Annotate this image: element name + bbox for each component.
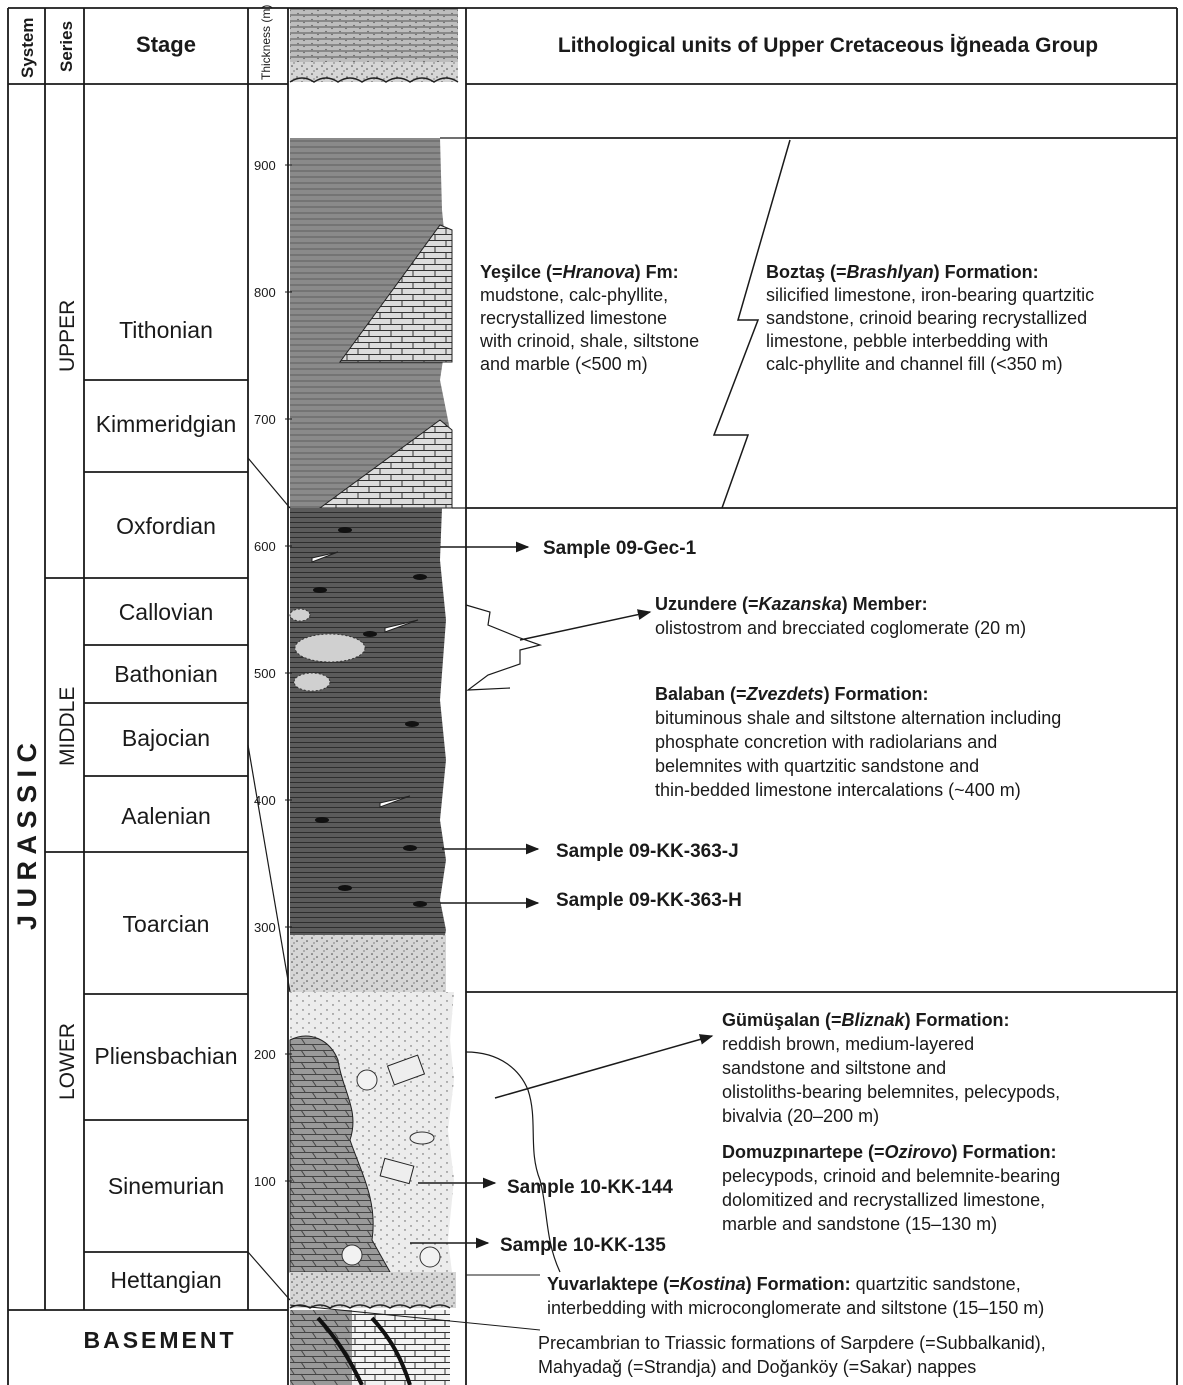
tick-900: 900 <box>254 158 276 173</box>
olistostrome-block-2 <box>293 672 331 692</box>
gumusalan-title: Gümüşalan (=Bliznak) Formation: <box>722 1010 1010 1030</box>
domuzpinartepe-limestone-body <box>289 1035 391 1273</box>
upper-cretaceous-conglomerate <box>290 62 458 82</box>
basement-desc: Precambrian to Triassic formations of Sa… <box>538 1333 1051 1377</box>
stage-pliensbachian: Pliensbachian <box>94 1043 237 1069</box>
tick-100: 100 <box>254 1174 276 1189</box>
stage-hettangian: Hettangian <box>110 1267 221 1293</box>
balaban-title: Balaban (=Zvezdets) Formation: <box>655 684 929 704</box>
basement-limestone-block <box>352 1310 450 1385</box>
table-header: System Series Stage Thickness (m) Lithol… <box>18 5 1098 80</box>
olistostrome-block-3 <box>289 608 311 622</box>
uzundere-desc: olistostrom and brecciated coglomerate (… <box>655 618 1026 638</box>
yuvarlaktepe-desc: interbedding with microconglomerate and … <box>547 1298 1044 1318</box>
stage-bathonian: Bathonian <box>114 661 218 687</box>
boztas-title: Boztaş (=Brashlyan) Formation: <box>766 262 1039 282</box>
tick-800: 800 <box>254 285 276 300</box>
gumusalan-desc: reddish brown, medium-layered sandstone … <box>722 1034 1065 1126</box>
header-thickness: Thickness (m) <box>259 5 273 80</box>
balaban-sandstone-base <box>290 935 446 992</box>
yesilce-boztas-contact <box>712 139 791 509</box>
header-series: Series <box>57 21 76 72</box>
tick-700: 700 <box>254 412 276 427</box>
tick-600: 600 <box>254 539 276 554</box>
yuvarlaktepe-title: Yuvarlaktepe (=Kostina) Formation: quart… <box>547 1274 1021 1294</box>
olistostrome-block-1 <box>294 633 366 663</box>
arrow-gumusalan <box>494 1034 714 1099</box>
stage-kimmeridgian: Kimmeridgian <box>96 411 237 437</box>
yesilce-title: Yeşilce (=Hranova) Fm: <box>480 262 679 282</box>
gumusalan-domuzpinartepe-contact <box>465 1051 561 1273</box>
series-upper-label: UPPER <box>56 300 79 372</box>
tick-200: 200 <box>254 1047 276 1062</box>
stage-sinemurian: Sinemurian <box>108 1173 224 1199</box>
sample-10-kk-135-label: Sample 10-KK-135 <box>500 1235 666 1256</box>
series-middle-label: MIDDLE <box>56 687 79 766</box>
header-title: Lithological units of Upper Cretaceous İ… <box>558 34 1098 57</box>
arrow-uzundere <box>519 609 652 641</box>
upper-cretaceous-strata <box>290 8 458 66</box>
lithologic-column <box>289 8 459 1385</box>
stage-labels: Tithonian Kimmeridgian Oxfordian Callovi… <box>94 317 237 1293</box>
boztas-desc: silicified limestone, iron-bearing quart… <box>766 285 1099 374</box>
sample-09-kk-363-j-label: Sample 09-KK-363-J <box>556 841 739 862</box>
basement-label: BASEMENT <box>83 1327 236 1353</box>
yesilce-desc: mudstone, calc-phyllite, recrystallized … <box>479 285 704 374</box>
table-frame <box>7 7 1178 1385</box>
domuzpinartepe-title: Domuzpınartepe (=Ozirovo) Formation: <box>722 1142 1057 1162</box>
stage-oxfordian: Oxfordian <box>116 513 216 539</box>
stage-aalenian: Aalenian <box>121 803 211 829</box>
header-system: System <box>18 18 37 78</box>
series-lower-label: LOWER <box>56 1023 79 1100</box>
sample-arrows <box>410 541 714 1249</box>
stage-tithonian: Tithonian <box>119 317 213 343</box>
stage-callovian: Callovian <box>119 599 214 625</box>
stage-bajocian: Bajocian <box>122 725 210 751</box>
stage-toarcian: Toarcian <box>123 911 210 937</box>
boztas-limestone-wedge-upper <box>339 224 453 363</box>
sample-09-kk-363-h-label: Sample 09-KK-363-H <box>556 890 742 911</box>
tick-300: 300 <box>254 920 276 935</box>
uzundere-contact <box>465 604 543 691</box>
sample-10-kk-144-label: Sample 10-KK-144 <box>507 1177 673 1198</box>
uzundere-title: Uzundere (=Kazanska) Member: <box>655 594 928 614</box>
yuvarlaktepe-sandstone-bed <box>290 1272 456 1308</box>
tick-500: 500 <box>254 666 276 681</box>
balaban-desc: bituminous shale and siltstone alternati… <box>655 708 1066 800</box>
system-jurassic-label: J U R A S S I C <box>12 743 42 930</box>
thickness-axis: 900 800 700 600 500 400 300 200 100 <box>254 158 292 1189</box>
domuzpinartepe-desc: pelecypods, crinoid and belemnite-bearin… <box>722 1166 1065 1234</box>
sample-09-gec-1-label: Sample 09-Gec-1 <box>543 538 697 559</box>
header-stage: Stage <box>136 32 196 57</box>
tick-400: 400 <box>254 793 276 808</box>
